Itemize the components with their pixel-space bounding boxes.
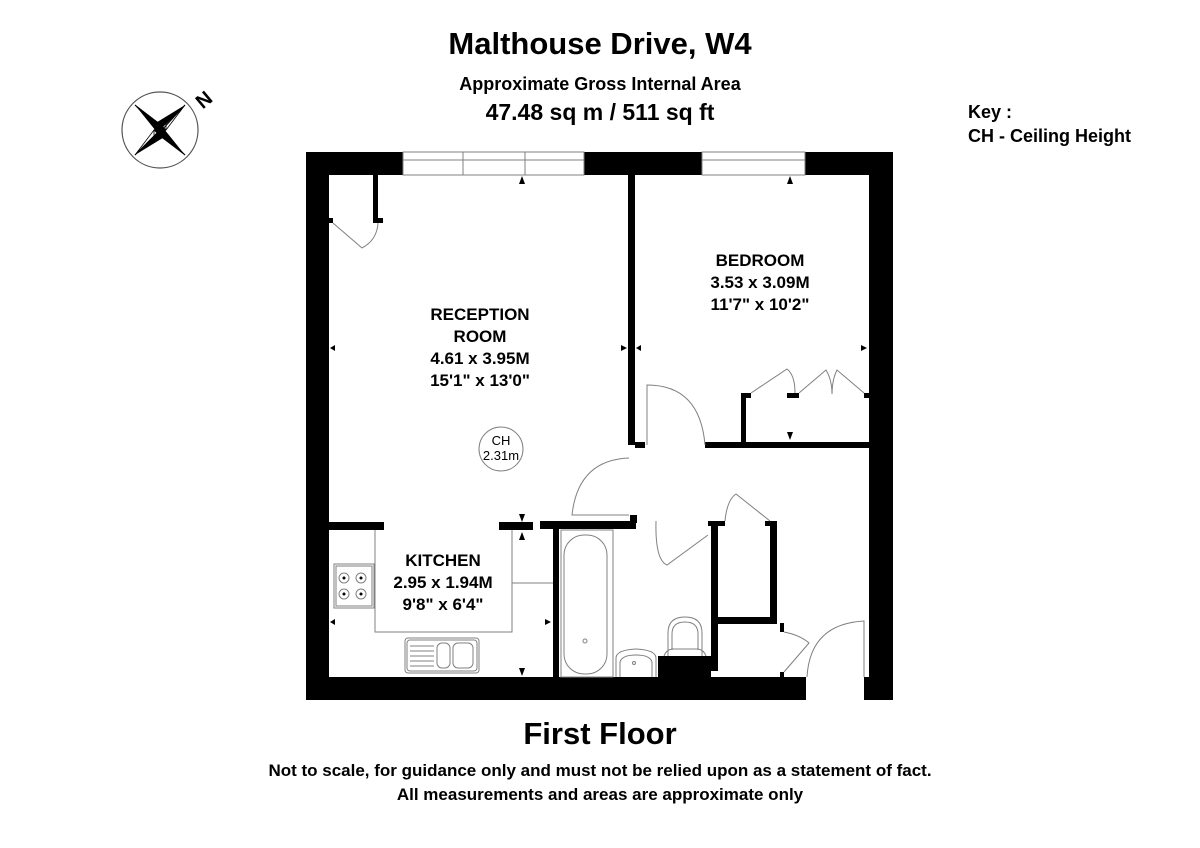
washbasin-icon [615,648,657,677]
key-item-ceiling-height: CH - Ceiling Height [968,126,1131,146]
room-dimensions-imperial: 15'1" x 13'0" [430,371,530,390]
key-heading: Key : [968,102,1013,122]
hob-burner-dots [342,576,363,596]
toilet-icon [667,616,703,656]
area-subtitle: Approximate Gross Internal Area [459,74,741,94]
kitchen-fixtures [333,530,553,674]
room-dimensions-metric: 4.61 x 3.95M [430,349,530,368]
room-label-bedroom: BEDROOM 3.53 x 3.09M 11'7" x 10'2" [670,250,850,316]
bathroom-fixtures [560,529,707,678]
ceiling-height-badge: CH 2.31m [476,433,526,463]
ch-value: 2.31m [482,448,520,463]
bathtub-icon [563,534,608,675]
floor-label: First Floor [523,716,677,751]
sink-icon [404,637,480,674]
key-legend: Key : CH - Ceiling Height [968,100,1131,148]
gross-area: 47.48 sq m / 511 sq ft [485,99,715,125]
room-name: RECEPTION [430,305,530,324]
room-label-kitchen: KITCHEN 2.95 x 1.94M 9'8" x 6'4" [353,550,533,616]
room-dimensions-imperial: 11'7" x 10'2" [710,295,810,314]
ch-abbr: CH [491,433,511,448]
disclaimer-line-1: Not to scale, for guidance only and must… [268,761,932,780]
dimension-markers [330,176,867,676]
plan-title: Malthouse Drive, W4 [448,26,752,61]
compass-rose-icon: N [121,87,217,169]
room-dimensions-metric: 2.95 x 1.94M [393,573,493,592]
room-name: BEDROOM [715,251,805,270]
windows [402,151,806,176]
room-label-reception: RECEPTION ROOM 4.61 x 3.95M 15'1" x 13'0… [390,304,570,392]
room-name: ROOM [453,327,507,346]
hob-icon [333,563,375,609]
doors [332,222,865,678]
disclaimer-line-2: All measurements and areas are approxima… [396,785,804,804]
room-name: KITCHEN [405,551,481,570]
ceiling-height-marker [478,426,524,472]
room-dimensions-metric: 3.53 x 3.09M [710,273,810,292]
walls [306,152,893,700]
room-dimensions-imperial: 9'8" x 6'4" [402,595,484,614]
north-label: N [192,87,217,113]
